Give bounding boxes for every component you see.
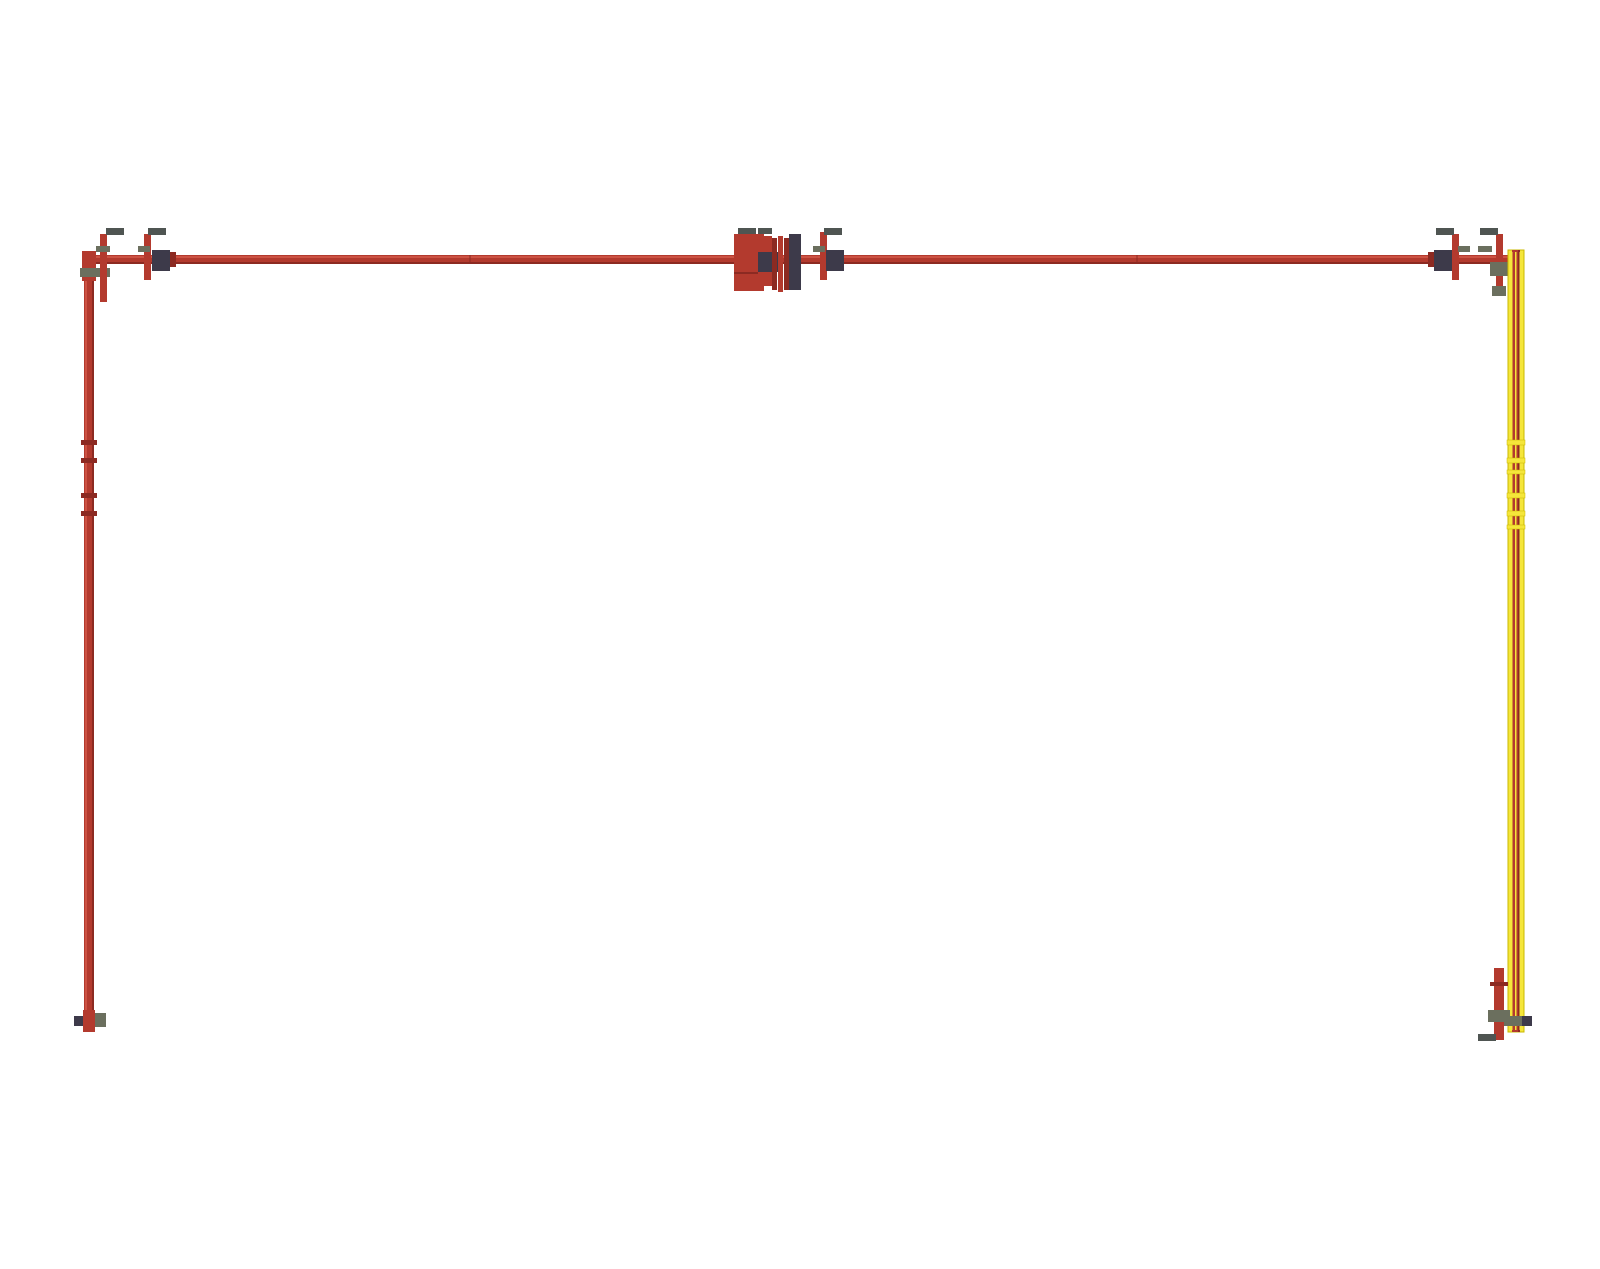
valve-flange-disc	[772, 238, 777, 290]
support-clamp-arm	[813, 246, 825, 252]
trace-band	[1506, 457, 1526, 464]
pipe-reducer	[170, 252, 176, 267]
foot-cap	[74, 1016, 86, 1026]
left-pipe-shadow	[92, 252, 94, 1032]
left-pipe-coupling	[81, 458, 97, 463]
foot-clamp	[1504, 1016, 1522, 1026]
pipe-flange	[1434, 250, 1452, 271]
left-pipe	[84, 252, 94, 1032]
top-pipe	[92, 255, 1512, 264]
support-bracket	[144, 234, 151, 280]
trace-band	[1506, 510, 1526, 517]
support-clamp-arm	[96, 246, 110, 252]
right-bottom-foot	[1478, 968, 1532, 1041]
valve-clamp	[758, 228, 772, 234]
trace-band	[1506, 439, 1526, 446]
foot-riser-band	[1490, 982, 1508, 986]
left-pipe-coupling	[81, 440, 97, 445]
right-top-corner	[1428, 228, 1508, 296]
pipe-reducer	[1428, 252, 1434, 267]
support-clamp-top	[824, 228, 842, 235]
left-pipe-coupling	[81, 493, 97, 498]
trace-band	[1506, 492, 1526, 499]
corner-clamp	[80, 268, 110, 277]
foot-clamp-bottom	[1478, 1034, 1496, 1041]
support-bracket	[100, 234, 107, 302]
top-pipe-highlight	[92, 256, 1512, 258]
left-pipe-coupling	[81, 511, 97, 516]
left-pipe-highlight	[85, 252, 87, 1032]
valve-body-seam	[734, 272, 764, 274]
top-pipe-run	[92, 255, 1512, 264]
right-pipe-shadow	[1518, 250, 1520, 1032]
foot-riser	[1494, 968, 1504, 1040]
valve-flange-disc	[778, 236, 783, 292]
foot-elbow	[83, 1010, 95, 1032]
support-clamp-arm	[138, 246, 150, 252]
support-clamp-arm	[1478, 246, 1492, 252]
valve-end-cap	[789, 234, 801, 290]
support-clamp-top	[106, 228, 124, 235]
left-top-corner	[80, 228, 176, 302]
pipe-flange	[152, 250, 170, 271]
left-pipe-run	[81, 252, 97, 1032]
support-clamp-top	[1480, 228, 1498, 235]
valve-flange-disc	[784, 238, 789, 290]
trace-line	[1519, 252, 1521, 1030]
trace-line	[1515, 252, 1517, 1030]
corner-clamp	[1492, 286, 1506, 296]
top-pipe-shadow	[92, 262, 1512, 264]
support-clamp-top	[148, 228, 166, 235]
foot-cap	[1522, 1016, 1532, 1026]
left-bottom-foot	[74, 1010, 106, 1032]
trace-band	[1506, 469, 1526, 475]
support-clamp-top	[1436, 228, 1454, 235]
valve-assembly	[734, 228, 844, 292]
support-clamp-arm	[1458, 246, 1470, 252]
support-bracket	[1452, 234, 1459, 280]
pipe-flange	[826, 250, 844, 271]
trace-band	[1506, 524, 1526, 530]
right-pipe-run	[1506, 249, 1526, 1033]
trace-line	[1511, 252, 1513, 1030]
support-bracket	[820, 232, 827, 280]
corner-clamp	[1490, 262, 1508, 276]
valve-clamp	[738, 228, 756, 234]
